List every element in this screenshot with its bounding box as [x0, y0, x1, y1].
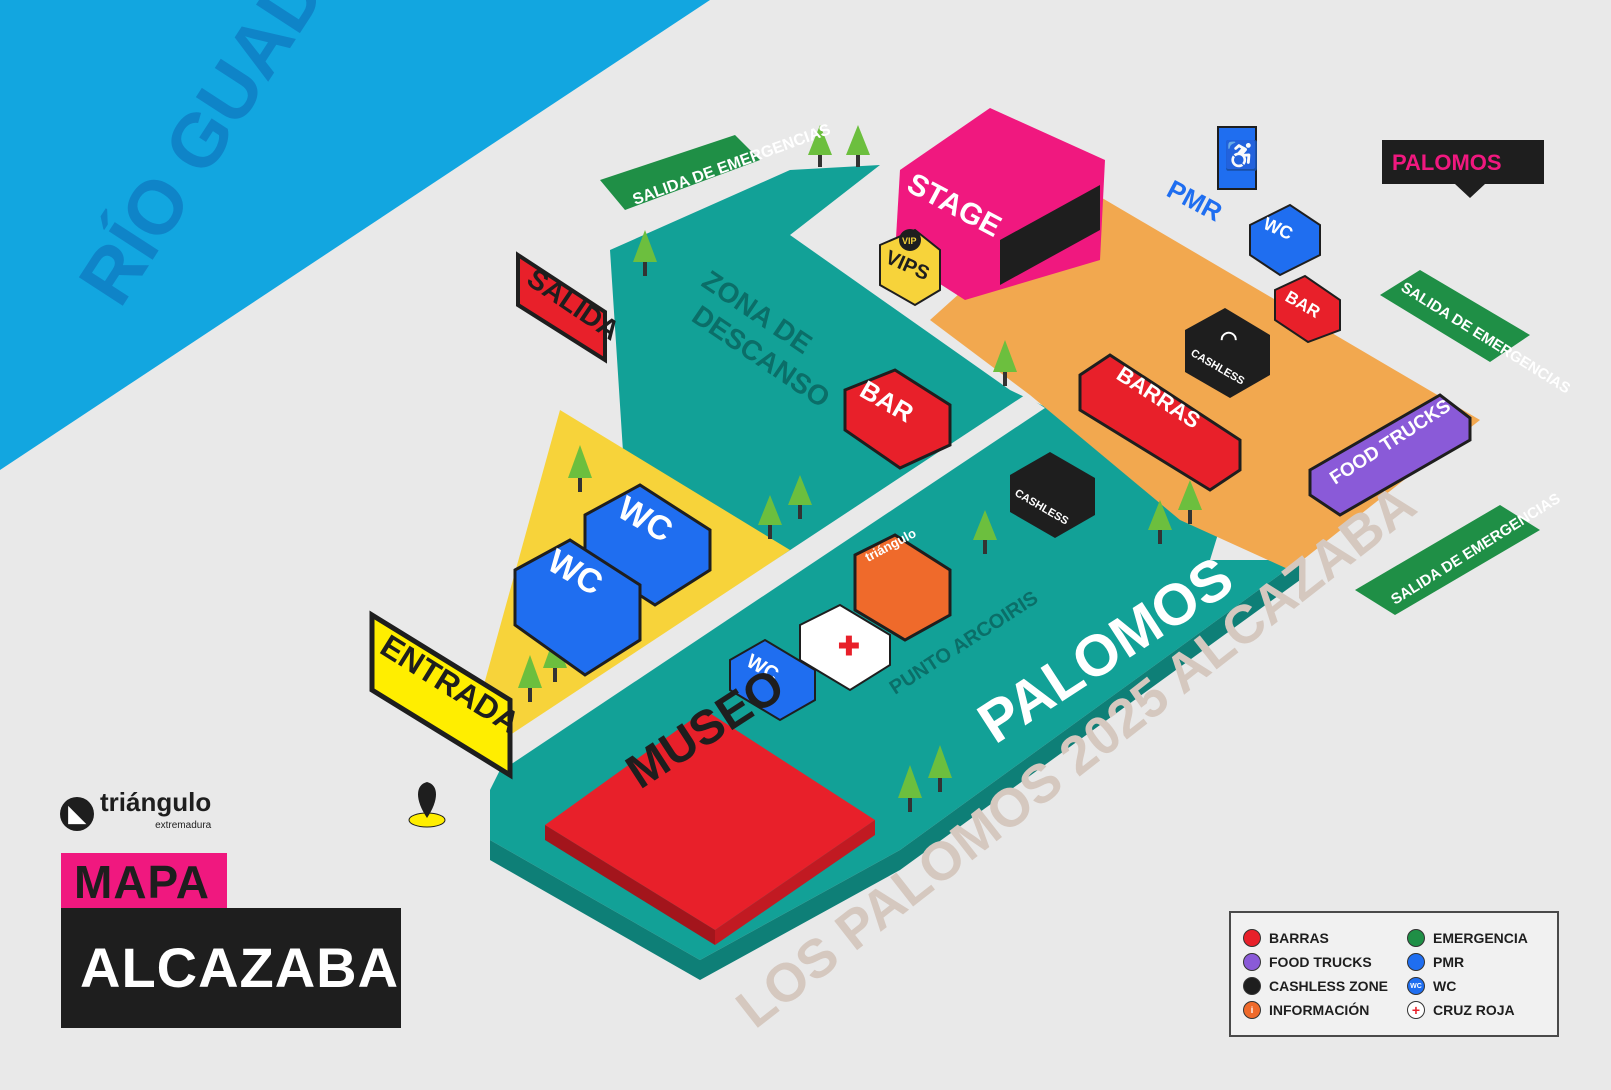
tree-icon [993, 340, 1017, 386]
map-title-large: ALCAZABA [80, 936, 400, 999]
pmr-dot-icon [1407, 953, 1425, 971]
stage-block: STAGE [895, 108, 1105, 300]
sponsor-subtitle: extremadura [155, 820, 212, 831]
tree-icon [928, 745, 952, 792]
location-pin-icon [408, 782, 446, 828]
river-area [0, 0, 710, 470]
wc-block: WC [1249, 203, 1321, 277]
emergencia-dot-icon [1407, 929, 1425, 947]
cashless-dot-icon [1243, 977, 1261, 995]
tree-icon [788, 475, 812, 519]
svg-text:SALIDA DE EMERGENCIAS: SALIDA DE EMERGENCIAS [1398, 279, 1573, 397]
wifi-icon: ◠ [1220, 328, 1237, 350]
legend-item-emergencia: EMERGENCIA [1407, 929, 1528, 947]
svg-text:♿: ♿ [1224, 139, 1259, 172]
wc-icon: WC [1407, 977, 1425, 995]
barras-dot-icon [1243, 929, 1261, 947]
svg-text:VIP: VIP [902, 236, 917, 246]
vips-block: VIPS VIP [879, 228, 941, 307]
sponsor-name: triángulo [100, 787, 212, 817]
bar-block: BAR [843, 368, 952, 470]
legend-item-food-trucks: FOOD TRUCKS [1243, 953, 1372, 971]
tree-icon [1178, 480, 1202, 524]
info-block: triángulo [853, 525, 952, 642]
red-cross-icon: + [1407, 1001, 1425, 1019]
legend-item-barras: BARRAS [1243, 929, 1329, 947]
festival-logo: PALOMOS [1382, 140, 1544, 198]
tree-icon [518, 655, 542, 702]
tree-icon [808, 125, 832, 167]
tree-icon [846, 125, 870, 167]
title-large-bg [61, 908, 401, 1028]
map-title-small: MAPA [74, 856, 211, 908]
emergency-exit-sign: SALIDA DE EMERGENCIAS [1380, 270, 1573, 397]
cashless-block: CASHLESS [1010, 452, 1095, 538]
legend-item-cashless: CASHLESS ZONE [1243, 977, 1388, 995]
pmr-area: ♿ PMR [1162, 126, 1259, 228]
legend-item-cruz-roja: +CRUZ ROJA [1407, 1001, 1515, 1019]
walkway [495, 395, 1045, 765]
legend-item-pmr: PMR [1407, 953, 1464, 971]
wc-block: WC [729, 638, 816, 722]
tree-icon [973, 510, 997, 554]
exit-sign: SALIDA [516, 251, 625, 364]
tree-icon [758, 495, 782, 539]
tree-icon [898, 765, 922, 812]
title-small-bg [61, 853, 227, 910]
svg-text:PALOMOS: PALOMOS [1392, 150, 1502, 175]
tree-icon [568, 445, 592, 492]
red-cross-icon: ✚ [838, 631, 860, 661]
info-icon: i [1243, 1001, 1261, 1019]
triangulo-icon: ◣ [60, 797, 94, 831]
sponsor-logo: ◣ triángulo extremadura [60, 787, 212, 838]
tree-icon [633, 230, 657, 276]
wc-block: WC [513, 538, 642, 677]
food-trucks-dot-icon [1243, 953, 1261, 971]
bar-block-small: BAR [1274, 274, 1341, 344]
tree-icon [1148, 500, 1172, 544]
